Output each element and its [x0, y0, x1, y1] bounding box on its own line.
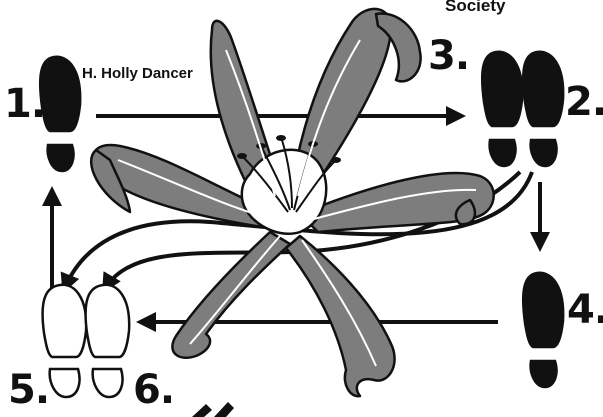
footprint-4-right: [523, 273, 563, 387]
footprint-6-right: [86, 285, 130, 397]
footprint-5-left: [43, 285, 87, 397]
step-label-5: 5.: [8, 370, 49, 410]
bottom-edge-arrow-fragment: [192, 402, 234, 417]
society-title: Society: [445, 0, 505, 14]
step-label-4: 4.: [567, 290, 603, 330]
lily-petal-bottom-right: [286, 236, 395, 396]
footprint-2-left: [482, 52, 522, 166]
footprint-shape: [40, 57, 80, 171]
footprint-1-left: [40, 57, 80, 171]
footprint-2-right: [523, 52, 563, 166]
step-label-6: 6.: [133, 370, 174, 410]
step-label-2: 2.: [565, 82, 603, 122]
step-label-1: 1.: [4, 84, 45, 124]
artist-credit: H. Holly Dancer: [82, 66, 193, 81]
step-label-3: 3.: [428, 36, 469, 76]
